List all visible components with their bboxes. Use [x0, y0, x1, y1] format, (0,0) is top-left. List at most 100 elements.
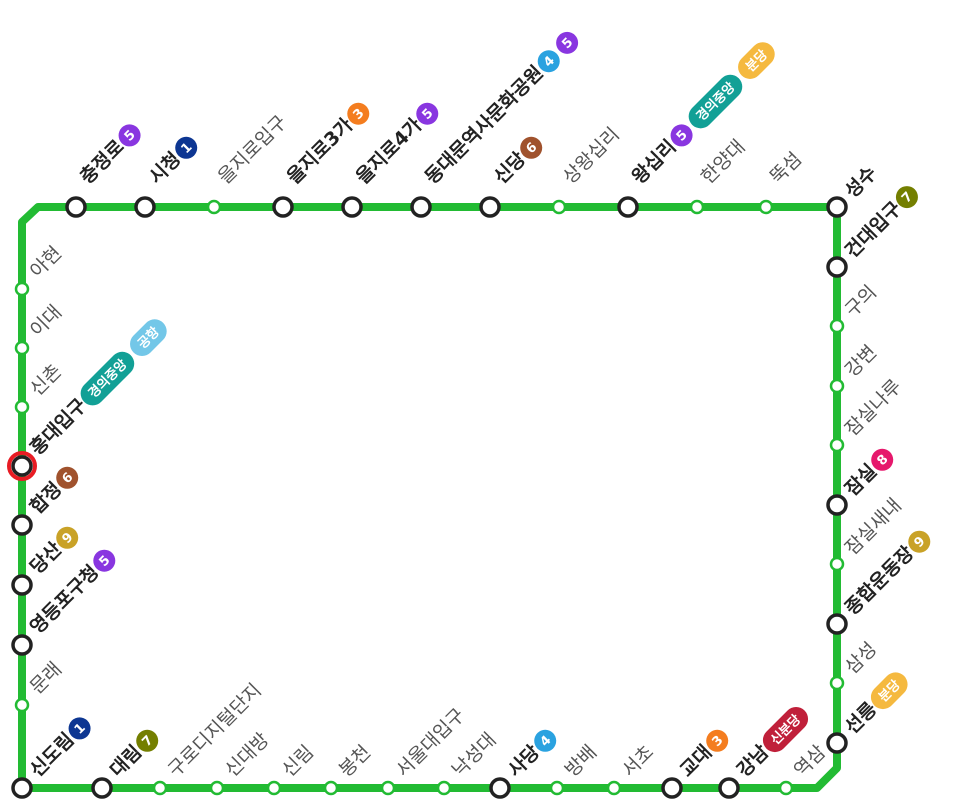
station-label-gangbyeon[interactable]: 강변	[841, 341, 881, 381]
station-marker-guro_digital[interactable]	[152, 780, 168, 796]
station-marker-snu[interactable]	[380, 780, 396, 796]
station-label-ewha[interactable]: 이대	[26, 301, 66, 341]
station-label-jamsilnaru[interactable]: 잠실나루	[841, 375, 906, 440]
station-marker-daerim[interactable]	[91, 777, 113, 799]
station-marker-sadang[interactable]	[489, 777, 511, 799]
station-marker-bongcheon[interactable]	[323, 780, 339, 796]
station-name: 한양대	[697, 136, 750, 189]
station-marker-euljiro4[interactable]	[341, 196, 363, 218]
transfer-line-3-icon	[706, 729, 729, 752]
station-marker-hanyang[interactable]	[689, 199, 705, 215]
station-label-nakseongdae[interactable]: 낙성대	[448, 729, 501, 782]
station-marker-jamsilsaenae[interactable]	[829, 556, 845, 572]
station-marker-sinchon[interactable]	[14, 399, 30, 415]
station-marker-sindang[interactable]	[479, 196, 501, 218]
station-marker-mullae[interactable]	[14, 697, 30, 713]
station-label-bangbae[interactable]: 방배	[561, 741, 601, 781]
station-name: 상왕십리	[559, 123, 624, 188]
transfer-line-7-icon	[136, 729, 159, 752]
station-label-ttukseom[interactable]: 뚝섬	[766, 148, 806, 188]
station-marker-cityhall[interactable]	[134, 196, 156, 218]
station-name: 왕십리	[628, 136, 681, 189]
station-marker-euljiro1[interactable]	[206, 199, 222, 215]
station-marker-hongik[interactable]	[11, 455, 33, 477]
station-label-seongsu[interactable]: 성수	[841, 162, 881, 202]
station-label-bongcheon[interactable]: 봉천	[335, 741, 375, 781]
station-name: 방배	[561, 741, 601, 781]
station-name: 구의	[841, 281, 881, 321]
station-name: 강변	[841, 341, 881, 381]
station-label-euljiro1[interactable]: 을지로입구	[214, 111, 291, 188]
station-label-sangwangsimni[interactable]: 상왕십리	[559, 123, 624, 188]
station-marker-gyodae[interactable]	[661, 777, 683, 799]
station-name: 신촌	[26, 360, 66, 400]
station-name: 신대방	[221, 729, 274, 782]
station-name: 문래	[26, 658, 66, 698]
station-marker-samseong[interactable]	[829, 675, 845, 691]
station-name: 홍대입구	[25, 394, 91, 460]
station-marker-sangwangsimni[interactable]	[551, 199, 567, 215]
station-marker-chungjeongno[interactable]	[65, 196, 87, 218]
station-name: 아현	[26, 242, 66, 282]
station-label-ahyeon[interactable]: 아현	[26, 242, 66, 282]
station-marker-yeongdeungpo_gu[interactable]	[11, 634, 33, 656]
station-marker-ahyeon[interactable]	[14, 281, 30, 297]
station-label-jamsil[interactable]: 잠실8	[841, 444, 898, 501]
transfer-line-3-icon	[347, 102, 370, 125]
station-label-dangsan[interactable]: 당산9	[26, 522, 83, 579]
station-label-mullae[interactable]: 문래	[26, 658, 66, 698]
station-label-guui[interactable]: 구의	[841, 281, 881, 321]
station-marker-bangbae[interactable]	[549, 780, 565, 796]
station-marker-wangsimni[interactable]	[617, 196, 639, 218]
transfer-line-9-icon	[908, 530, 931, 553]
station-label-gyodae[interactable]: 교대3	[676, 725, 733, 782]
station-label-cityhall[interactable]: 시청1	[145, 132, 202, 189]
station-label-hanyang[interactable]: 한양대	[697, 136, 750, 189]
station-name: 을지로입구	[214, 111, 291, 188]
transfer-pill-icon	[688, 74, 743, 129]
station-marker-jamsilnaru[interactable]	[829, 437, 845, 453]
transfer-pill-icon	[80, 351, 135, 406]
station-marker-konkuk[interactable]	[826, 256, 848, 278]
station-marker-sindorim[interactable]	[11, 777, 33, 799]
station-marker-ewha[interactable]	[14, 340, 30, 356]
station-name: 을지로4가	[352, 114, 427, 189]
station-marker-gangnam[interactable]	[718, 777, 740, 799]
station-marker-ddp[interactable]	[410, 196, 432, 218]
station-marker-yeoksam[interactable]	[778, 780, 794, 796]
station-label-seocho[interactable]: 서초	[618, 741, 658, 781]
station-marker-ttukseom[interactable]	[758, 199, 774, 215]
station-marker-jamsil[interactable]	[826, 494, 848, 516]
transfer-line-4-icon	[534, 729, 557, 752]
station-label-daerim[interactable]: 대림7	[106, 725, 163, 782]
line-2-route	[18, 203, 841, 792]
transfer-line-9-icon	[56, 526, 79, 549]
station-marker-gangbyeon[interactable]	[829, 378, 845, 394]
station-marker-dangsan[interactable]	[11, 574, 33, 596]
station-marker-seocho[interactable]	[606, 780, 622, 796]
station-marker-seongsu[interactable]	[826, 196, 848, 218]
station-marker-sportscomplex[interactable]	[826, 613, 848, 635]
station-label-sadang[interactable]: 사당4	[504, 725, 561, 782]
transfer-line-5-icon	[118, 124, 141, 147]
station-name: 동대문역사문화공원	[421, 62, 548, 189]
station-label-sindaebang[interactable]: 신대방	[221, 729, 274, 782]
transfer-line-1-icon	[175, 136, 198, 159]
station-marker-nakseongdae[interactable]	[436, 780, 452, 796]
station-marker-euljiro3[interactable]	[272, 196, 294, 218]
station-marker-seolleung[interactable]	[826, 732, 848, 754]
station-label-samseong[interactable]: 삼성	[841, 638, 881, 678]
transfer-pill-icon	[738, 42, 775, 79]
station-label-sillim[interactable]: 신림	[278, 741, 318, 781]
station-marker-sillim[interactable]	[266, 780, 282, 796]
station-marker-sindaebang[interactable]	[209, 780, 225, 796]
transfer-line-5-icon	[556, 31, 579, 54]
station-label-sinchon[interactable]: 신촌	[26, 360, 66, 400]
station-label-sindang[interactable]: 신당6	[490, 132, 547, 189]
station-marker-guui[interactable]	[829, 318, 845, 334]
station-marker-hapjeong[interactable]	[11, 514, 33, 536]
station-name: 건대입구	[841, 197, 906, 262]
